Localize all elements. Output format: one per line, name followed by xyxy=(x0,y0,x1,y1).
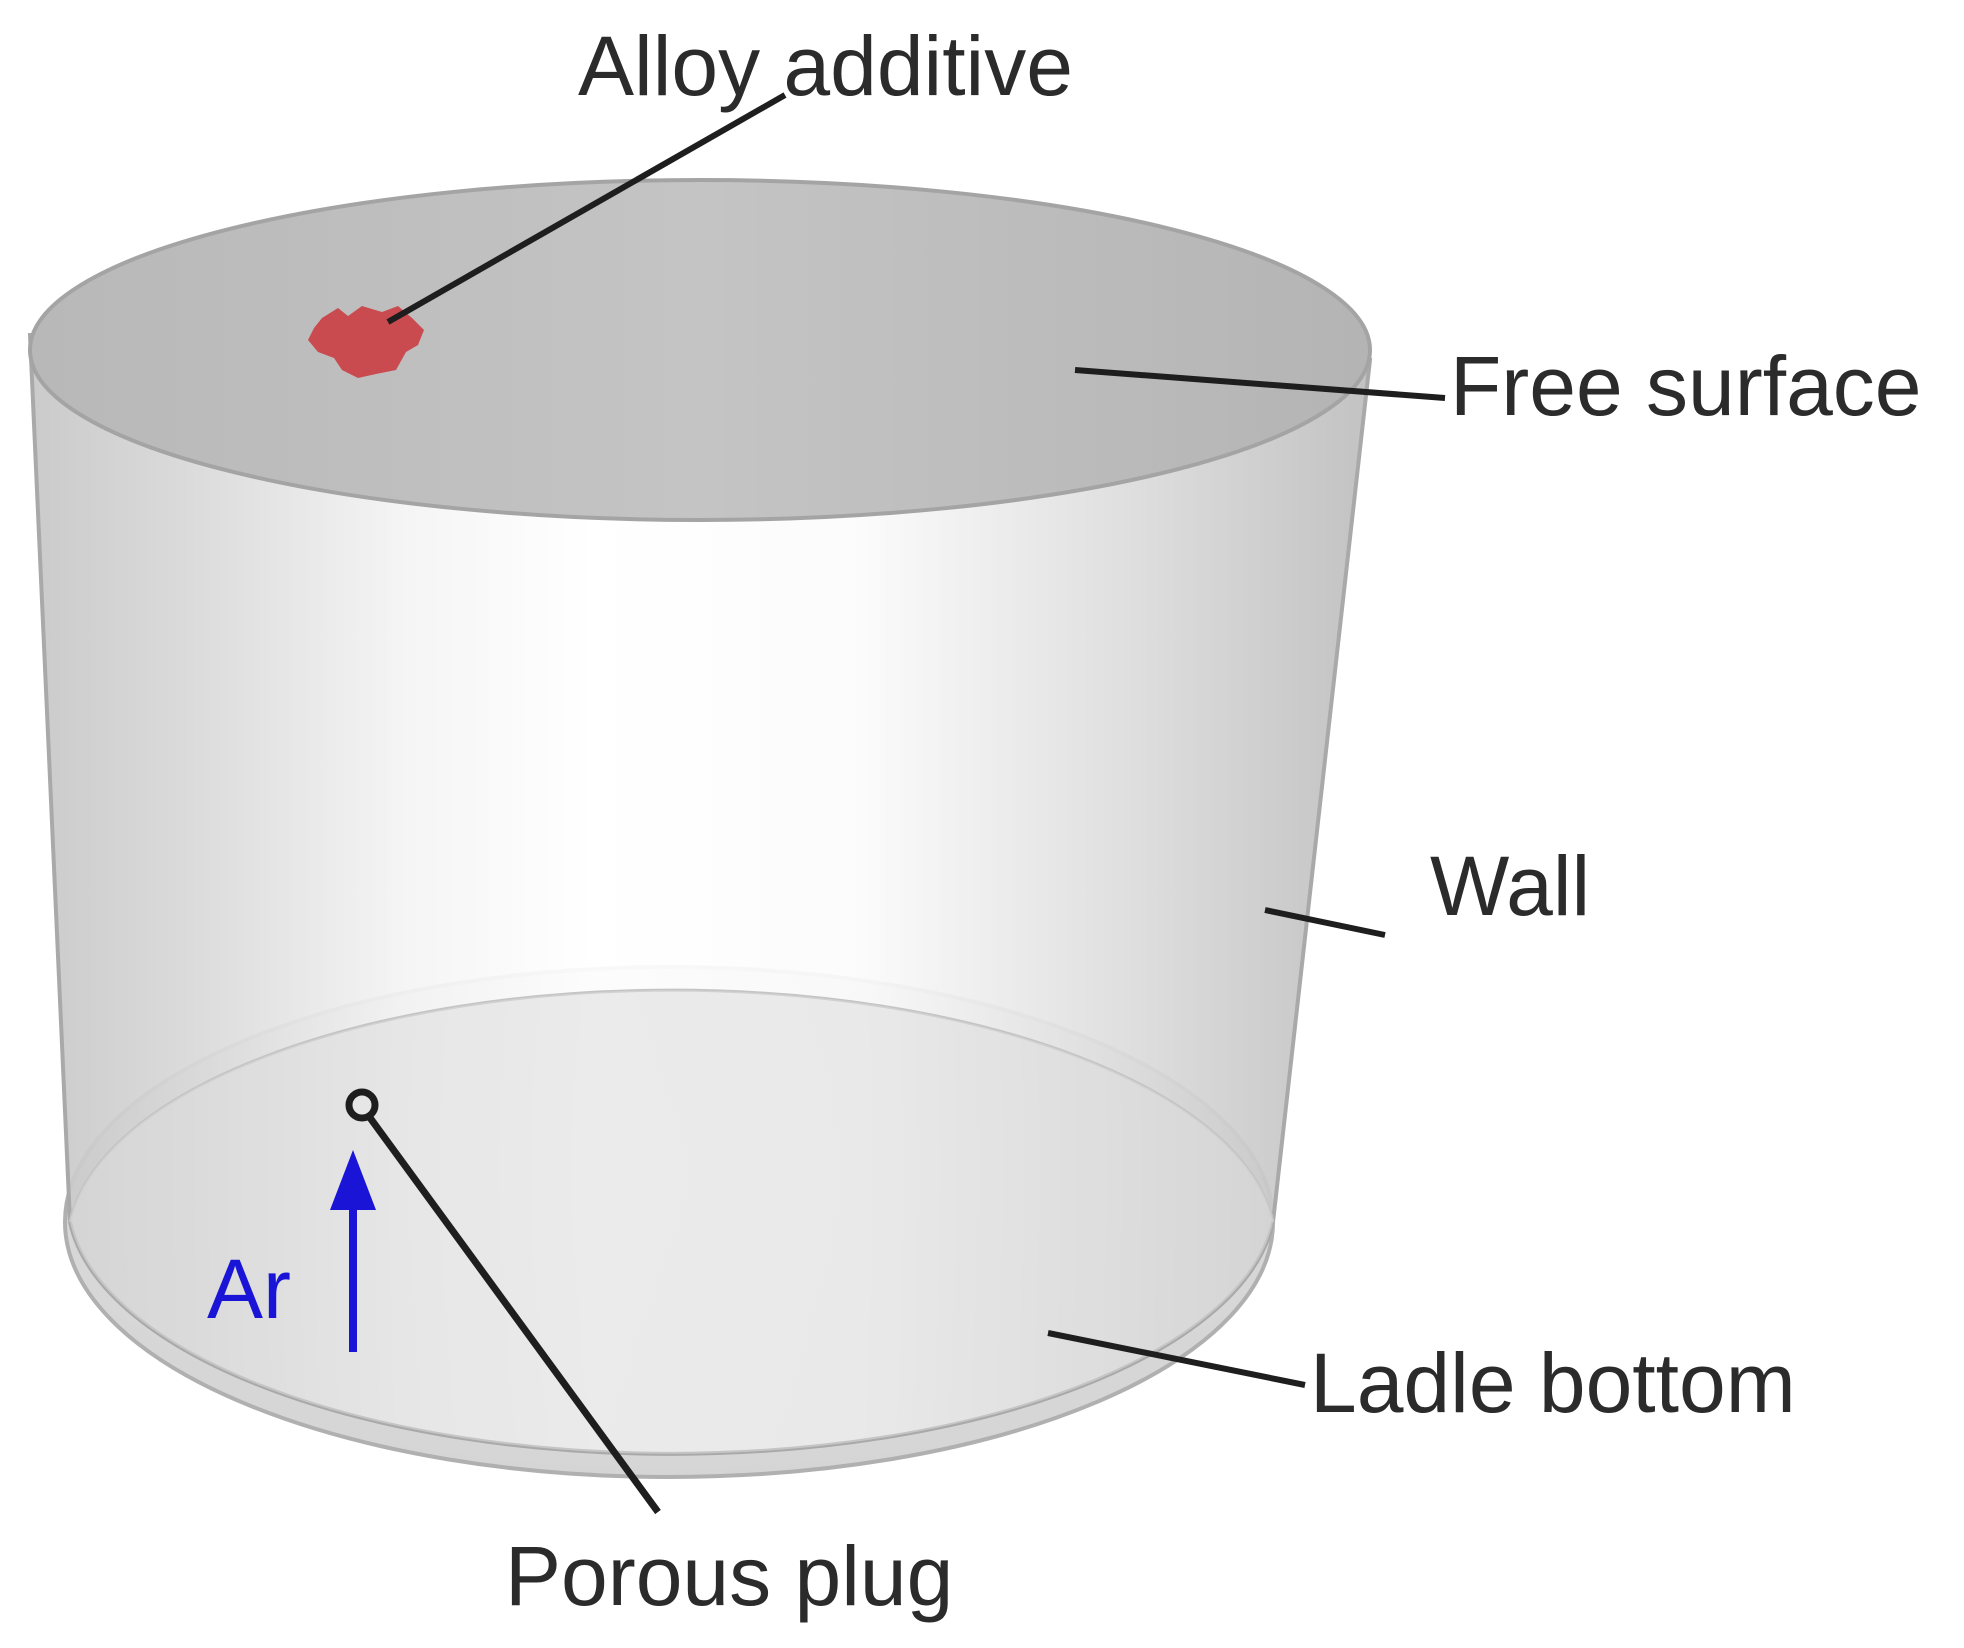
label-ladle-bottom: Ladle bottom xyxy=(1310,1336,1796,1430)
leader-line-alloy-additive xyxy=(386,92,787,325)
leader-line-porous-plug xyxy=(365,1112,661,1515)
label-porous-plug: Porous plug xyxy=(505,1529,953,1623)
leader-line-free-surface xyxy=(1074,367,1446,401)
label-free-surface: Free surface xyxy=(1450,339,1922,433)
argon-arrow xyxy=(330,1150,376,1352)
leader-line-wall xyxy=(1264,907,1386,938)
label-wall: Wall xyxy=(1430,839,1590,933)
alloy-additive-blob xyxy=(308,306,424,378)
label-alloy-additive: Alloy additive xyxy=(578,19,1073,113)
free-surface-ellipse xyxy=(28,178,1372,522)
leader-line-ladle-bottom xyxy=(1047,1330,1306,1388)
label-argon: Ar xyxy=(207,1242,291,1336)
porous-plug-marker xyxy=(345,1088,379,1122)
